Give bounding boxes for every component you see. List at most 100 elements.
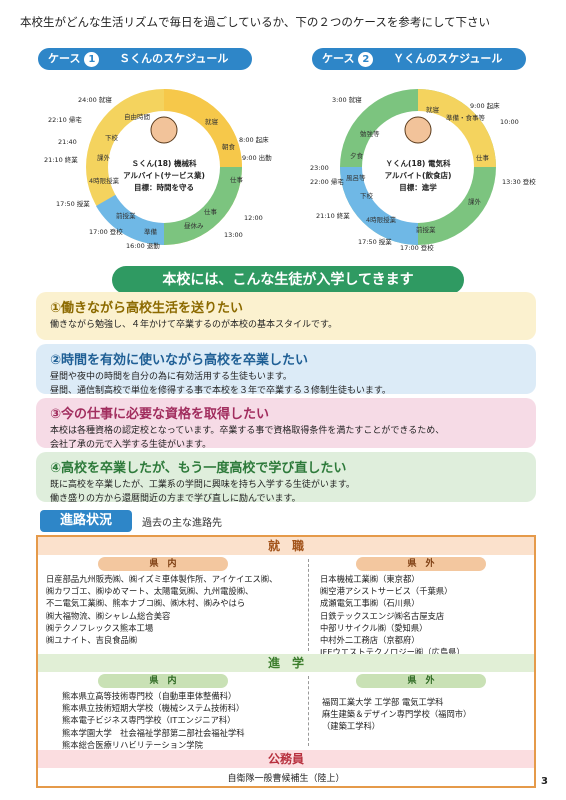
case1-seg-7: 4時限授業 (89, 176, 120, 185)
case1-tag: ケース 1 Ｓくんのスケジュール (38, 48, 252, 70)
advancement-out-item: （建築工学科） (322, 721, 381, 732)
employment-in-pref-label: 県 内 (98, 557, 228, 571)
case2-time-8: 23:00 (310, 164, 329, 172)
feature-1: ①働きながら高校生活を送りたい 働きながら勉強し、４年かけて卒業するのが本校の基… (36, 292, 536, 340)
intro-text: 本校生がどんな生活リズムで毎日を過ごしているか、下の２つのケースを参考にして下さ… (20, 15, 490, 29)
case1-time-5: 16:00 退勤 (126, 241, 160, 250)
employment-in-item: ㈱カワゴエ、㈱ゆめマート、太陽電気㈱、九州電設㈱、 (46, 586, 254, 597)
case2-seg-1: 準備・食事等 (446, 113, 486, 122)
employment-out-item: JFEウエストテクノロジー㈱（広島県） (320, 647, 465, 658)
page-number: 3 (541, 776, 548, 787)
case1-time-4: 13:00 (224, 231, 243, 239)
advancement-in-item: 熊本県立高等技術専門校（自動車車体整備科） (62, 691, 237, 701)
advancement-in-item: 熊本総合医療リハビリテーション学院 (62, 739, 203, 750)
case1-time-10: 22:10 帰宅 (48, 115, 82, 124)
case2-title: Ｙくんのスケジュール (393, 52, 503, 65)
case1-time-3: 12:00 (244, 214, 263, 222)
feature-2: ②時間を有効に使いながら高校を卒業したい 昼間や夜中の時間を自分の為に有効活用す… (36, 344, 536, 396)
feature-3: ③今の仕事に必要な資格を取得したい 本校は各種資格の認定校となっています。卒業す… (36, 398, 536, 450)
feature-4-title: ④高校を卒業したが、もう一度高校で学び直したい (50, 461, 347, 476)
public-service-header: 公務員 (38, 750, 534, 768)
employment-out-item: 日鉄テックスエンジ㈱名古屋支店 (320, 610, 445, 621)
employment-out-item: ㈱空港アシストサービス（千葉県） (320, 586, 453, 597)
employment-in-item: ㈱ユナイト、吉良食品㈱ (46, 635, 138, 646)
students-banner: 本校には、こんな生徒が入学してきます (112, 266, 464, 294)
advancement-divider (308, 676, 309, 746)
case2-time-7: 22:00 帰宅 (310, 177, 344, 186)
case2-time-2: 10:00 (500, 118, 519, 126)
career-subheading: 過去の主な進路先 (142, 518, 222, 529)
advancement-header: 進 学 (38, 654, 534, 672)
advancement-in-item: 熊本電子ビジネス専門学校（ITエンジニア科） (62, 715, 236, 726)
employment-out-pref-list: 日本機械工業㈱（東京都） ㈱空港アシストサービス（千葉県） 成瀬電気工事㈱（石川… (320, 573, 465, 658)
case1-seg-6: 前授業 (116, 211, 136, 220)
case2-seg-4: 前授業 (416, 225, 436, 234)
case1-seg-5: 準備 (144, 227, 158, 236)
feature-2-line-1: 昼間や夜中の時間を自分の為に有効活用する生徒もいます。 (50, 372, 292, 382)
case1-seg-9: 下校 (105, 133, 119, 142)
case2-seg-3: 課外 (468, 197, 482, 206)
case1-person-line1: Ｓくん(18) 機械科 (132, 158, 197, 168)
career-results-box: 就 職 県 内 県 外 日産部品九州販売㈱、㈱イズミ車体製作所、アイケイエス㈱、… (36, 535, 536, 788)
case2-person-line2: アルバイト(飲食店) (385, 170, 452, 180)
case1-time-2: 9:00 出勤 (242, 153, 272, 162)
feature-1-title: ①働きながら高校生活を送りたい (50, 301, 244, 316)
employment-in-pref-list: 日産部品九州販売㈱、㈱イズミ車体製作所、アイケイエス㈱、 ㈱カワゴエ、㈱ゆめマー… (46, 573, 277, 646)
employment-in-item: 日産部品九州販売㈱、㈱イズミ車体製作所、アイケイエス㈱、 (46, 574, 278, 584)
case1-seg-2: 仕事 (230, 175, 244, 184)
advancement-out-item: 福岡工業大学 工学部 電気工学科 (322, 697, 444, 707)
case2-person-line1: Ｙくん(18) 電気科 (386, 158, 451, 168)
advancement-out-pref-label: 県 外 (356, 674, 486, 688)
case1-tag-label: ケース (48, 52, 81, 65)
employment-in-item: ㈱テクノフレックス熊本工場 (46, 622, 154, 633)
employment-out-item: 日本機械工業㈱（東京都） (320, 574, 420, 584)
case1-number: 1 (84, 52, 100, 67)
advancement-in-pref-label: 県 内 (98, 674, 228, 688)
case1-title: Ｓくんのスケジュール (119, 52, 229, 65)
employment-out-item: 中村外二工務店（京都府） (320, 635, 420, 646)
feature-3-line-2: 会社了承の元で入学する生徒がいます。 (50, 440, 212, 450)
case2-seg-6: 下校 (360, 191, 374, 200)
career-heading: 進路状況 (40, 510, 132, 532)
feature-2-title: ②時間を有効に使いながら高校を卒業したい (50, 353, 309, 368)
case2-person-line3: 目標：進学 (399, 182, 437, 192)
case1-time-8: 21:10 終業 (44, 155, 78, 164)
case1-seg-3: 昼休み (184, 221, 204, 230)
case1-time-1: 8:00 起床 (239, 135, 269, 144)
advancement-out-pref-list: 福岡工業大学 工学部 電気工学科 麻生建築＆デザイン専門学校（福岡市） （建築工… (322, 696, 471, 733)
case1-time-7: 17:50 授業 (56, 199, 90, 208)
employment-header: 就 職 (38, 537, 534, 555)
employment-in-item: ㈱大福物流、㈱シャレム総合美容 (46, 610, 171, 621)
case2-seg-5: 4時限授業 (366, 215, 397, 224)
case1-time-6: 17:00 登校 (89, 227, 123, 236)
case2-seg-0: 就寝 (426, 105, 440, 114)
case1-seg-4: 仕事 (204, 207, 218, 216)
case2-tag-label: ケース (322, 52, 355, 65)
advancement-in-item: 熊本県立技術短期大学校（機械システム技術科） (62, 703, 245, 714)
feature-1-line-1: 働きながら勉強し、４年かけて卒業するのが本校の基本スタイルです。 (50, 320, 338, 330)
case2-time-4: 17:00 登校 (400, 243, 434, 252)
case1-time-9: 21:40 (58, 138, 77, 146)
case1-seg-10: 自由時間 (124, 112, 150, 121)
feature-2-line-2: 昼間、通信制高校で単位を修得する事で本校を３年で卒業する３修制生徒もいます。 (50, 386, 391, 396)
advancement-in-item: 熊本学園大学 社会福祉学部第二部社会福祉学科 (62, 727, 245, 738)
case2-time-6: 21:10 終業 (316, 211, 350, 220)
case1-seg-0: 就寝 (205, 117, 219, 126)
advancement-in-pref-list: 熊本県立高等技術専門校（自動車車体整備科） 熊本県立技術短期大学校（機械システム… (62, 690, 245, 751)
case2-clock: 就寝 準備・食事等 仕事 課外 前授業 4時限授業 下校 風呂等 夕食 勉強等 … (310, 89, 536, 252)
case1-time-0: 24:00 就寝 (78, 95, 112, 104)
feature-3-line-1: 本校は各種資格の認定校となっています。卒業する事で資格取得条件を満たすことができ… (50, 426, 445, 436)
feature-4-line-2: 働き盛りの方から還暦間近の方まで学び直しに励んでいます。 (50, 494, 301, 504)
case2-seg-9: 勉強等 (360, 129, 380, 138)
case2-person-icon (404, 116, 432, 144)
case1-seg-1: 朝食 (222, 142, 236, 151)
case2-seg-8: 夕食 (350, 151, 364, 160)
feature-3-title: ③今の仕事に必要な資格を取得したい (50, 407, 270, 422)
case2-time-1: 9:00 起床 (470, 101, 500, 110)
employment-out-pref-label: 県 外 (356, 557, 486, 571)
case1-seg-8: 課外 (97, 153, 111, 162)
case1-clock: 就寝 朝食 仕事 昼休み 仕事 準備 前授業 4時限授業 課外 下校 自由時間 … (44, 89, 272, 250)
feature-4: ④高校を卒業したが、もう一度高校で学び直したい 既に高校を卒業したが、工業系の学… (36, 452, 536, 504)
feature-4-line-1: 既に高校を卒業したが、工業系の学問に興味を持ち入学する生徒がいます。 (50, 480, 355, 490)
public-service-line: 自衛隊一般曹候補生（陸上） (227, 774, 345, 784)
